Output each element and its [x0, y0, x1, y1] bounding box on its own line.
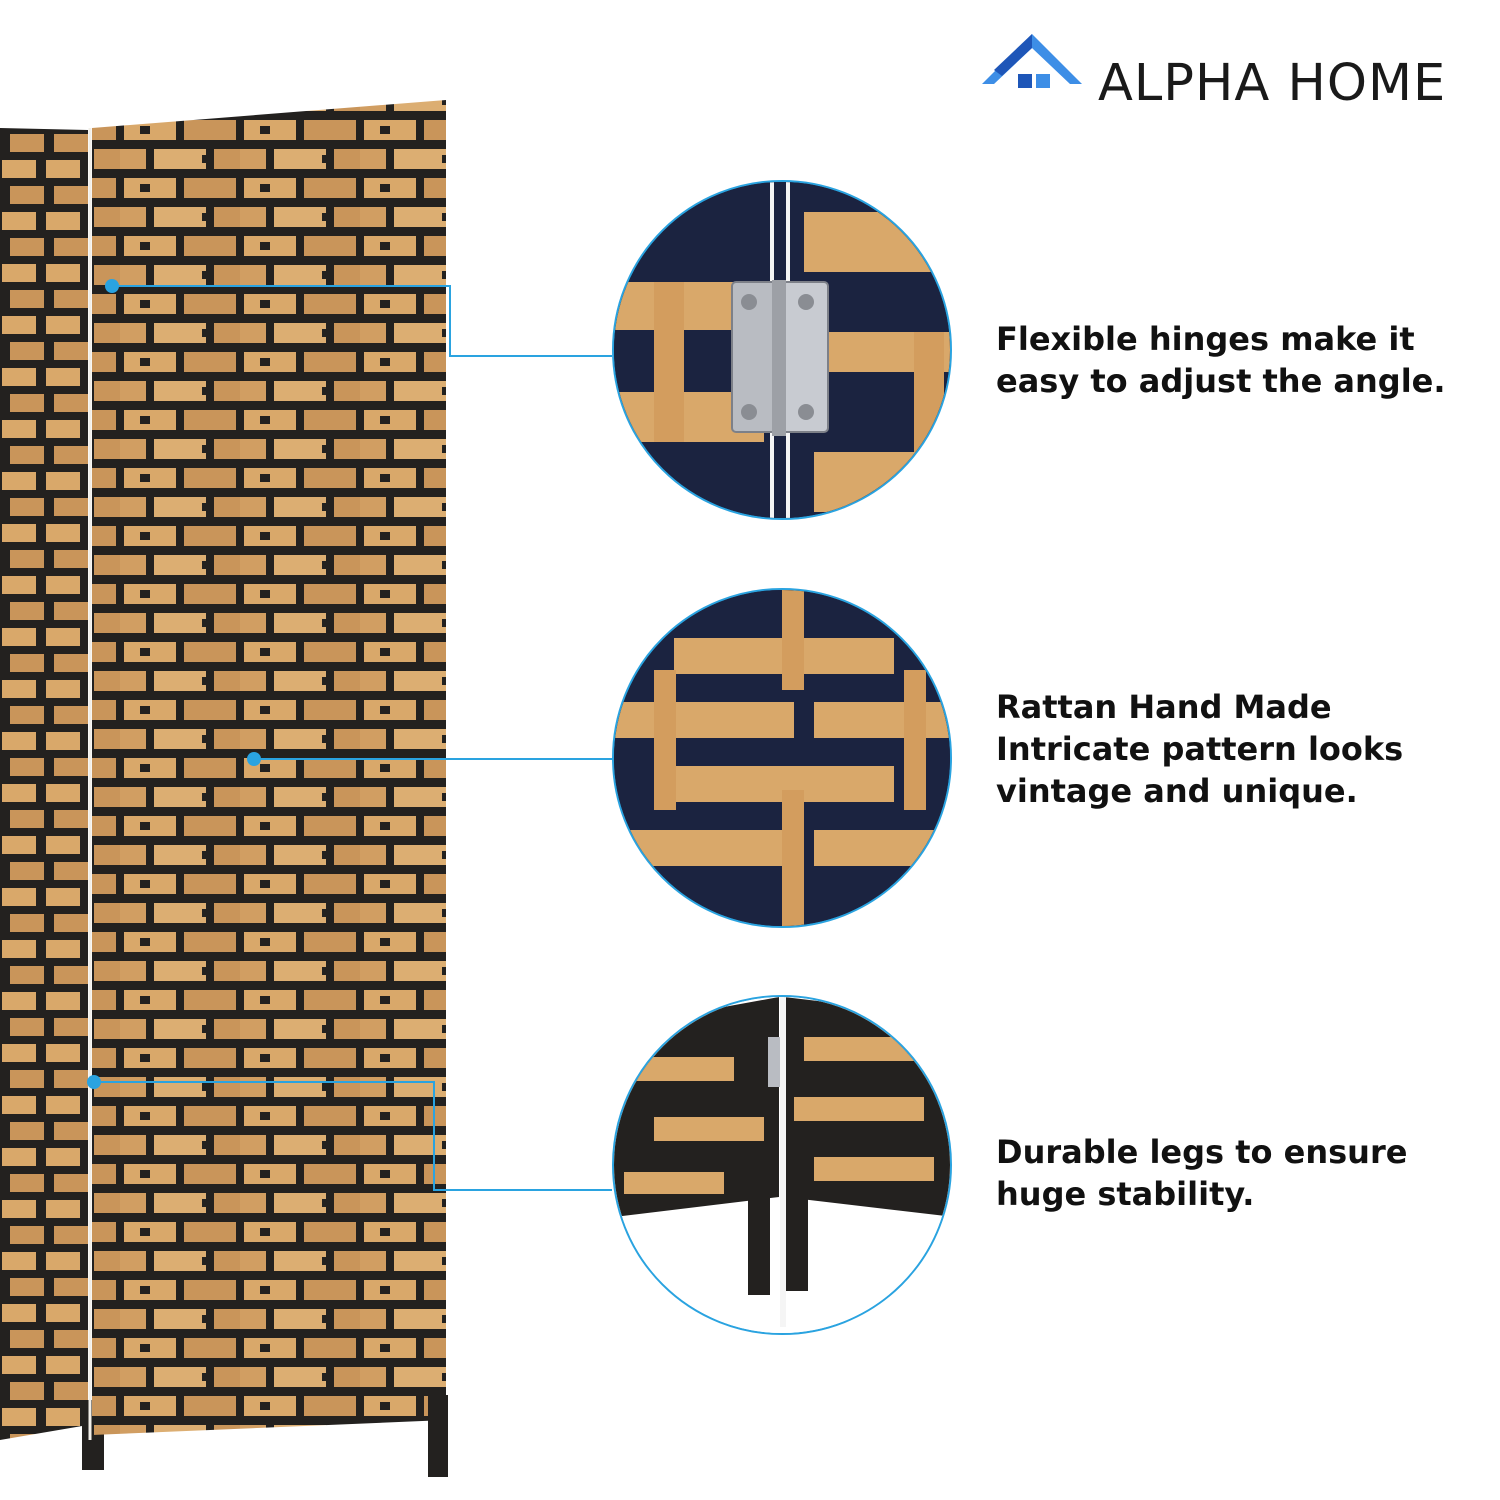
- feature-rattan-line-1: Rattan Hand Made: [996, 688, 1332, 726]
- brand-name: ALPHA HOME: [1098, 54, 1447, 113]
- feature-legs-line-1: Durable legs to ensure: [996, 1133, 1408, 1171]
- brand-header: ALPHA HOME: [980, 24, 1480, 109]
- hinge-closeup: [612, 180, 952, 520]
- feature-legs: Durable legs to ensure huge stability.: [996, 1131, 1466, 1215]
- feature-rattan: Rattan Hand Made Intricate pattern looks…: [996, 686, 1466, 812]
- legs-closeup: [612, 995, 952, 1335]
- feature-hinges-line-2: easy to adjust the angle.: [996, 362, 1446, 400]
- weave-closeup: [612, 588, 952, 928]
- feature-rattan-line-2: Intricate pattern looks: [996, 730, 1404, 768]
- house-roof-icon: [982, 34, 1082, 88]
- feature-hinges-line-1: Flexible hinges make it: [996, 320, 1415, 358]
- feature-rattan-line-3: vintage and unique.: [996, 772, 1358, 810]
- feature-hinges: Flexible hinges make it easy to adjust t…: [996, 318, 1466, 402]
- feature-legs-line-2: huge stability.: [996, 1175, 1255, 1213]
